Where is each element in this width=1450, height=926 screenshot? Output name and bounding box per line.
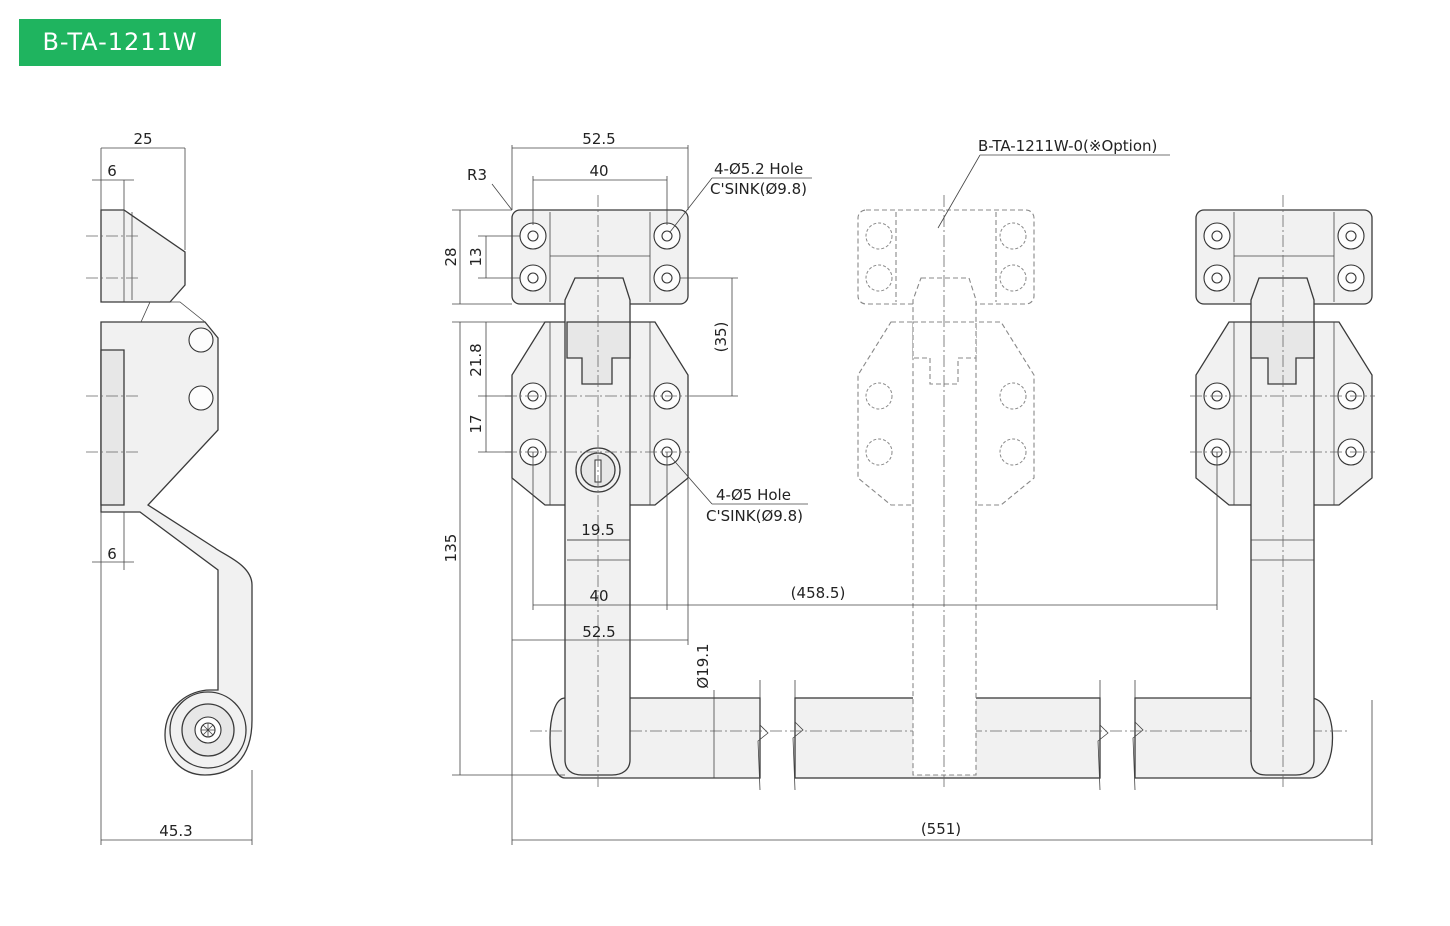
front-view-right [1190, 195, 1375, 790]
dim-height-28: 28 [442, 247, 460, 266]
product-code-badge: B-TA-1211W [19, 19, 221, 66]
radius-label: R3 [467, 166, 487, 184]
dimension-lines [452, 145, 1373, 845]
dim-bar-diameter: Ø19.1 [694, 643, 712, 688]
dim-height-13: 13 [467, 247, 485, 266]
dim-side-top-inner: 6 [107, 162, 117, 180]
dim-spacing: (458.5) [791, 584, 846, 602]
hole-note-top-2: C'SINK(Ø9.8) [710, 180, 807, 198]
dim-hole-pitch-top: 40 [589, 162, 608, 180]
hole-note-mid-2: C'SINK(Ø9.8) [706, 507, 803, 525]
dim-21-8: 21.8 [467, 343, 485, 376]
hole-note-mid-1: 4-Ø5 Hole [716, 486, 791, 504]
dim-side-bottom: 45.3 [159, 822, 192, 840]
dimension-labels: 52.5 40 R3 4-Ø5.2 Hole C'SINK(Ø9.8) B-TA… [442, 130, 1157, 838]
hole-note-top-1: 4-Ø5.2 Hole [714, 160, 803, 178]
dim-40-lower: 40 [589, 587, 608, 605]
front-view-option [857, 195, 1035, 790]
dim-handle-width: 19.5 [581, 521, 614, 539]
dim-17: 17 [467, 414, 485, 433]
option-label: B-TA-1211W-0(※Option) [978, 137, 1157, 155]
dim-side-top: 25 [133, 130, 152, 148]
dim-total: (551) [921, 820, 961, 838]
front-view-left [505, 195, 690, 790]
dim-52-5-lower: 52.5 [582, 623, 615, 641]
dim-35: (35) [712, 322, 730, 353]
side-view: 25 6 6 45.3 [86, 130, 253, 845]
dim-width-top: 52.5 [582, 130, 615, 148]
dim-side-bottom-inner: 6 [107, 545, 117, 563]
dim-135: 135 [442, 534, 460, 563]
